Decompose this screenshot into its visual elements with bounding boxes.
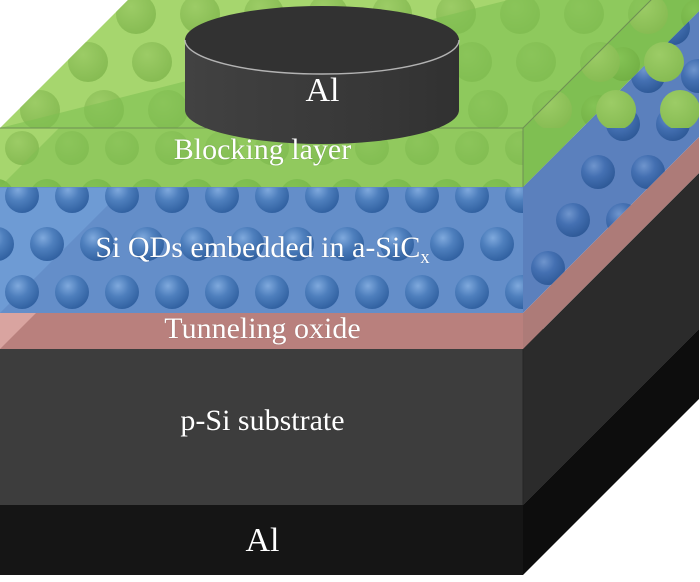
blocking-ghost-dots-front [0, 128, 523, 187]
substrate-front [0, 349, 523, 505]
top-electrode-cylinder [184, 6, 460, 144]
substrate-side [523, 173, 699, 505]
top-electrode-rim-highlight [184, 39, 460, 75]
bottom-electrode-side [523, 329, 699, 575]
tunneling-oxide-front [0, 313, 523, 349]
blocking-layer-top-right-edge [522, 0, 652, 129]
substrate-layer [0, 173, 699, 505]
tunneling-oxide-front-highlight [0, 313, 36, 349]
tunneling-oxide-side [523, 137, 699, 349]
qd-dots-front [0, 187, 523, 309]
bottom-electrode-front [0, 505, 523, 575]
top-electrode-top-face [185, 6, 459, 74]
